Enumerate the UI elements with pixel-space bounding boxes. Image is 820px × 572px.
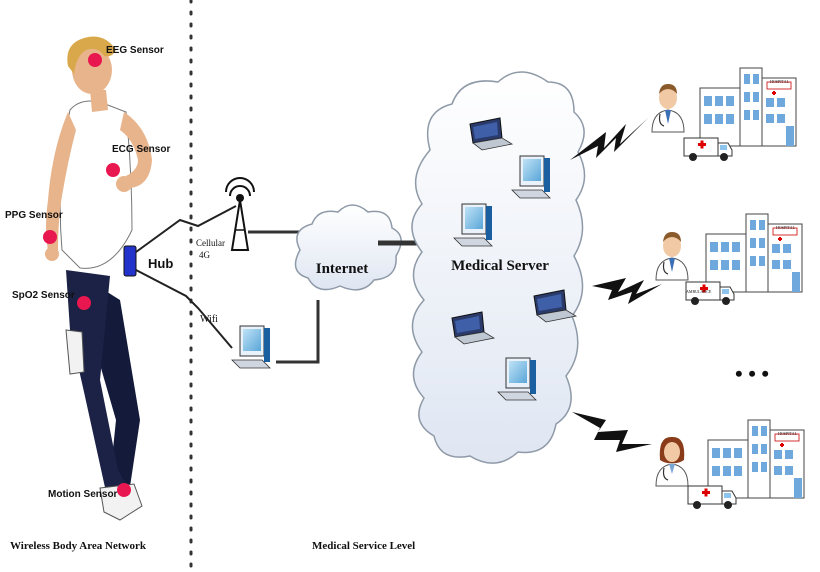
computer-internet-line <box>276 300 320 364</box>
cellular-label: Cellular <box>196 238 225 248</box>
cellular-link-line <box>135 205 237 253</box>
hub-device <box>123 245 137 277</box>
ambulance-text: AMBULANCE <box>686 289 712 294</box>
ecg-sensor-label: ECG Sensor <box>112 144 170 155</box>
eeg-sensor-label: EEG Sensor <box>106 45 164 56</box>
internet-label: Internet <box>316 261 369 277</box>
section-label-wban: Wireless Body Area Network <box>10 540 147 552</box>
internet-cloud <box>294 204 402 291</box>
cell-tower-icon <box>225 177 255 251</box>
motion-sensor-label: Motion Sensor <box>48 489 118 500</box>
lightning-bolt-3-icon <box>572 412 652 452</box>
cellular-4g-label: 4G <box>199 250 211 260</box>
ppg-sensor-dot <box>43 230 57 244</box>
section-label-medical-service: Medical Service Level <box>312 540 415 552</box>
runner-figure <box>45 36 152 521</box>
ppg-sensor-label: PPG Sensor <box>5 210 63 221</box>
motion-sensor-dot <box>117 483 131 497</box>
spo2-sensor-dot <box>77 296 91 310</box>
hub-label: Hub <box>148 256 173 271</box>
hospital-sign-3: HOSPITAL <box>778 431 798 436</box>
wifi-label: Wifi <box>200 314 218 325</box>
lightning-bolt-1-icon <box>570 118 648 160</box>
wifi-link-line <box>135 269 233 349</box>
ecg-sensor-dot <box>106 163 120 177</box>
wifi-computer-icon <box>231 325 271 369</box>
hospital-sign-2: HOSPITAL <box>776 225 796 230</box>
eeg-sensor-dot <box>88 53 102 67</box>
lightning-bolt-2-icon <box>592 278 662 304</box>
medical-server-label: Medical Server <box>451 258 549 274</box>
more-hospitals-indicator: • • • <box>735 361 769 386</box>
spo2-sensor-label: SpO2 Sensor <box>12 290 75 301</box>
hospital-sign-1: HOSPITAL <box>770 79 790 84</box>
